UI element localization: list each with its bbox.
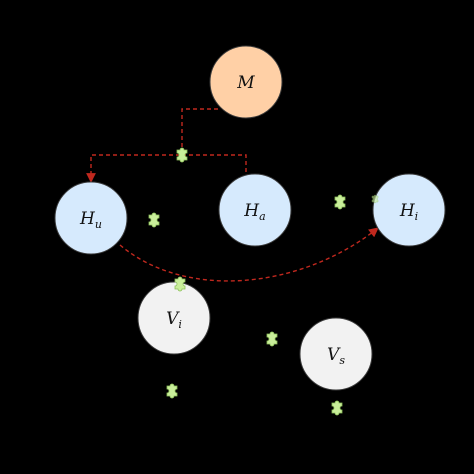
green-puzzle-icon bbox=[266, 331, 278, 347]
node-ha-label: H bbox=[243, 201, 260, 221]
node-vs-label: V bbox=[327, 345, 341, 365]
svg-text:Hi: Hi bbox=[399, 201, 418, 223]
green-puzzle-icon bbox=[148, 212, 160, 228]
node-hi-label: H bbox=[399, 201, 416, 221]
green-puzzle-icon bbox=[174, 276, 186, 292]
node-hu-label: H bbox=[79, 209, 96, 229]
edge-m-to-ha bbox=[182, 154, 247, 175]
svg-text:Vi: Vi bbox=[166, 309, 182, 331]
node-m[interactable]: M bbox=[209, 45, 283, 119]
green-puzzle-icon bbox=[371, 194, 379, 204]
node-ha[interactable]: Ha bbox=[218, 173, 292, 247]
markers bbox=[148, 147, 379, 416]
edge-m-to-hu bbox=[86, 108, 218, 183]
node-vs-subscript: s bbox=[339, 354, 345, 367]
node-hi[interactable]: Hi bbox=[372, 173, 446, 247]
nodes: M Hu Ha Hi Vi bbox=[54, 45, 446, 391]
node-hu[interactable]: Hu bbox=[54, 181, 128, 255]
svg-text:Hu: Hu bbox=[79, 209, 102, 231]
node-vi-label: V bbox=[166, 309, 180, 329]
svg-text:Vs: Vs bbox=[327, 345, 345, 367]
green-puzzle-icon bbox=[166, 383, 178, 399]
svg-text:M: M bbox=[236, 73, 255, 93]
green-puzzle-icon bbox=[176, 147, 188, 163]
node-ha-subscript: a bbox=[259, 210, 266, 223]
green-puzzle-icon bbox=[331, 400, 343, 416]
node-vs[interactable]: Vs bbox=[299, 317, 373, 391]
svg-text:Ha: Ha bbox=[243, 201, 265, 223]
node-m-label: M bbox=[236, 73, 255, 93]
node-vi[interactable]: Vi bbox=[137, 281, 211, 355]
edges bbox=[86, 108, 379, 282]
node-hi-subscript: i bbox=[415, 210, 419, 223]
node-vi-subscript: i bbox=[178, 318, 182, 331]
edge-hu-to-hi bbox=[119, 227, 379, 282]
node-hu-subscript: u bbox=[95, 218, 102, 231]
green-puzzle-icon bbox=[334, 194, 346, 210]
